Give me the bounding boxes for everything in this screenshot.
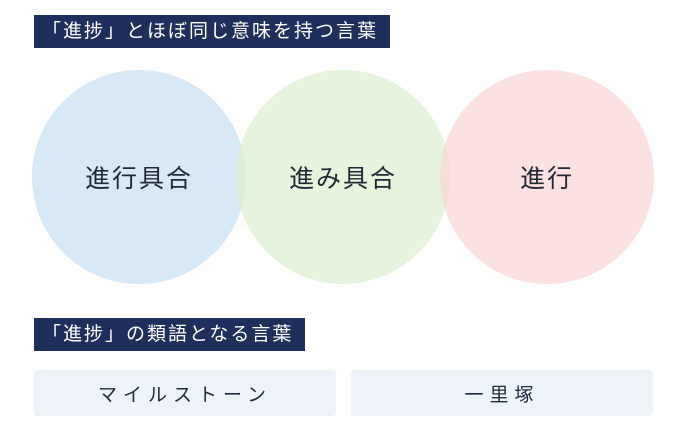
synonym-box-2-label: 一里塚 [464, 383, 540, 406]
synonym-box-1: マイルストーン [34, 370, 336, 416]
synonym-box-2: 一里塚 [351, 370, 653, 416]
venn-circle-3: 進行 [440, 70, 654, 284]
section-1-heading: 「進捗」とほぼ同じ意味を持つ言葉 [34, 15, 391, 48]
venn-circle-2-label: 進み具合 [288, 164, 397, 193]
venn-circle-2: 進み具合 [236, 70, 450, 284]
synonym-box-1-label: マイルストーン [97, 383, 273, 406]
venn-circle-3-label: 進行 [519, 164, 574, 193]
venn-circle-1: 進行具合 [32, 70, 246, 284]
section-2-heading: 「進捗」の類語となる言葉 [34, 318, 306, 351]
venn-circle-1-label: 進行具合 [84, 164, 193, 193]
